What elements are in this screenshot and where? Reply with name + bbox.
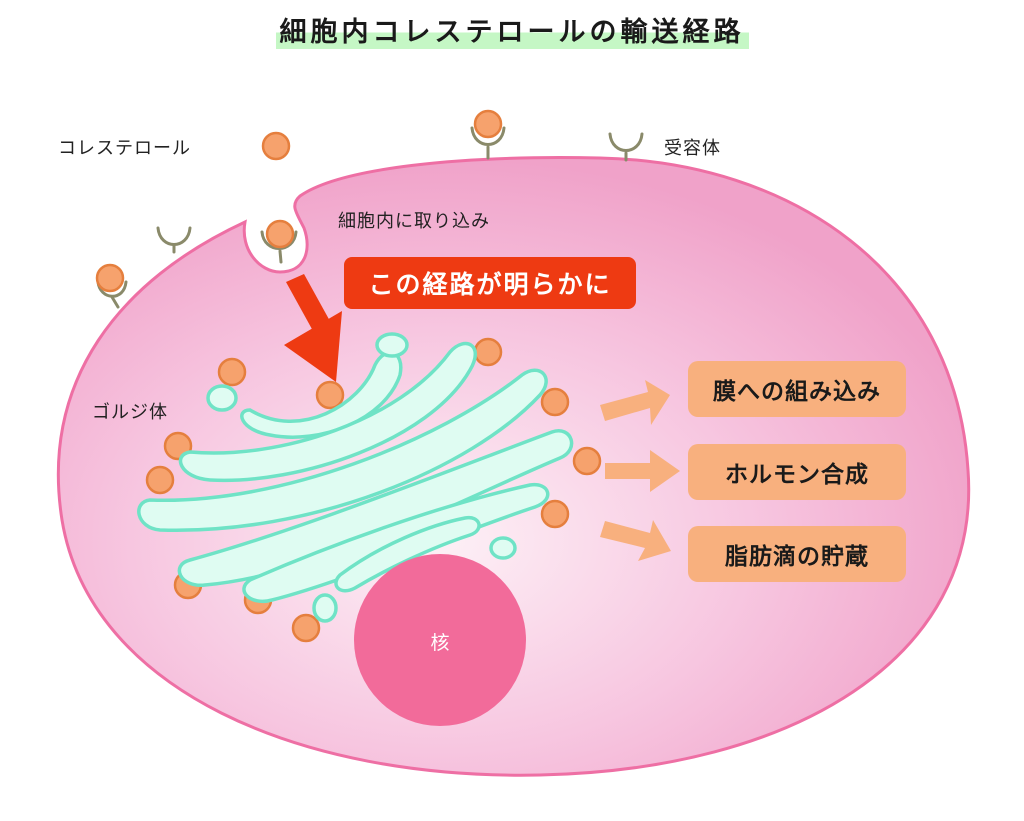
nucleus-label: 核 [430,632,450,654]
title-area: 細胞内コレステロールの輸送経路 [0,0,1024,60]
destination-hormone-box: ホルモン合成 [688,444,906,500]
receptor-icon [608,132,644,162]
destination-membrane-box: 膜への組み込み [688,361,906,417]
cholesterol-molecule [473,337,503,367]
cholesterol-molecule [540,499,570,529]
golgi-cisterna [137,368,548,532]
uptake-arrow [284,274,342,382]
cholesterol-molecule [540,387,570,417]
arrow-to-lipid [600,520,671,561]
cholesterol-molecule [95,263,125,293]
cholesterol-molecule [217,357,247,387]
receptor-icon [470,126,506,160]
golgi-vesicle [312,593,338,623]
cholesterol-molecule [265,219,295,249]
destination-label: ホルモン合成 [725,462,869,488]
nucleus [354,554,526,726]
uptake-label: 細胞内に取り込み [338,211,490,232]
golgi-cisterna [177,429,574,587]
cholesterol-molecule [315,380,345,410]
cholesterol-molecule [291,613,321,643]
cholesterol-molecule [145,465,175,495]
arrow-to-membrane [600,380,670,425]
destination-label: 膜への組み込み [713,379,881,405]
receptor-icon [156,226,192,254]
cholesterol-label: コレステロール [58,138,191,159]
golgi-cisterna [240,350,403,439]
destination-lipid-box: 脂肪滴の貯蔵 [688,526,906,582]
receptor-label: 受容体 [664,138,721,159]
pathway-highlight-text: この経路が明らかに [368,270,612,299]
cholesterol-molecule [572,446,602,476]
golgi-apparatus [137,332,574,623]
golgi-vesicle [489,536,517,560]
receptor-icon [260,230,298,264]
arrow-to-hormone [605,450,680,492]
golgi-label: ゴルジ体 [92,402,168,423]
golgi-vesicle [206,384,238,412]
golgi-cisterna [178,341,477,483]
golgi-vesicle [375,332,409,358]
pathway-highlight-box: この経路が明らかに [344,257,636,309]
cholesterol-molecule [261,131,291,161]
diagram-title: 細胞内コレステロールの輸送経路 [275,10,749,49]
cholesterol-molecule [473,109,503,139]
golgi-cisterna [334,515,481,593]
destination-label: 脂肪滴の貯蔵 [725,544,869,570]
